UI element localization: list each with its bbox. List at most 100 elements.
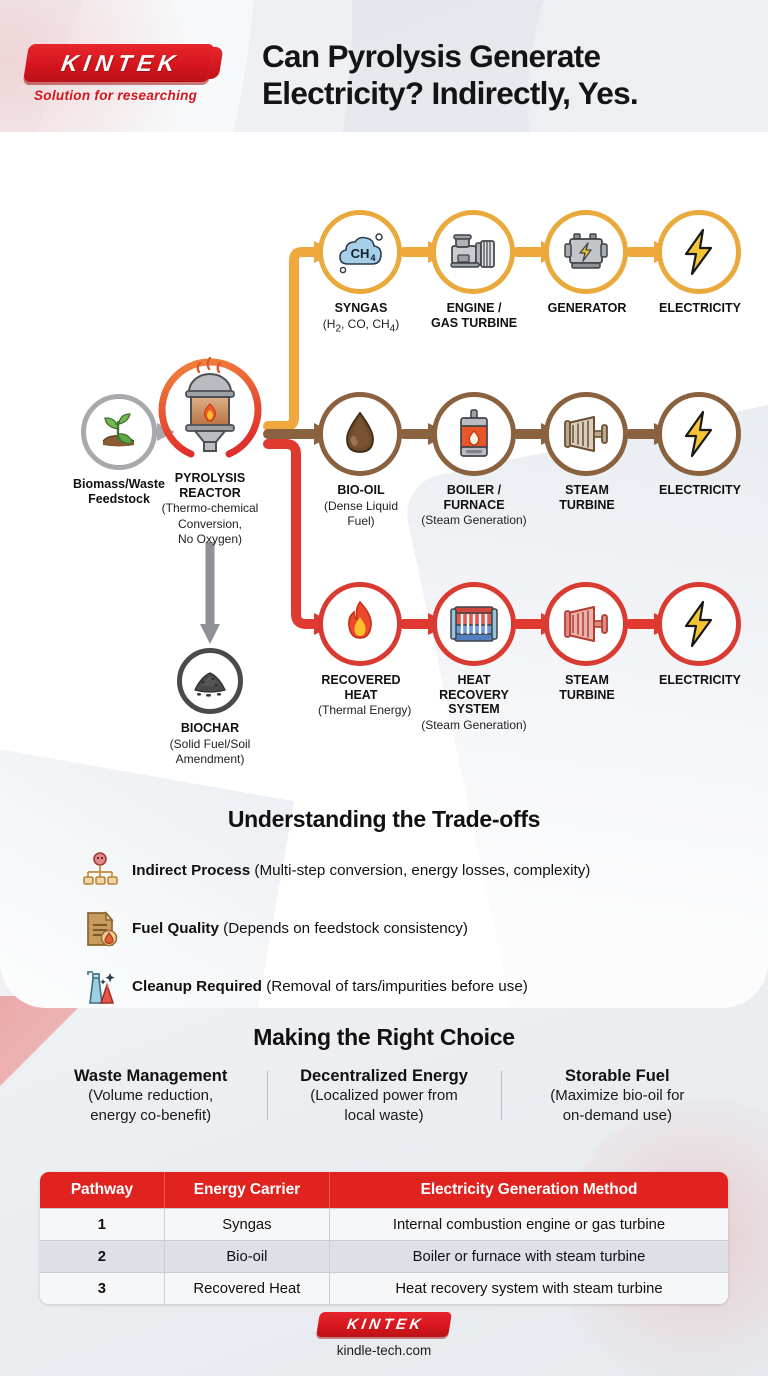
- node-heat-recovery-system[interactable]: HEAT RECOVERY SYSTEM (Steam Generation): [419, 582, 529, 732]
- table-row: 2 Bio-oil Boiler or furnace with steam t…: [40, 1240, 728, 1272]
- tradeoff-bold-2: Cleanup Required: [132, 977, 262, 995]
- tradeoff-text-cleanup-required: Cleanup Required (Removal of tars/impuri…: [132, 978, 528, 996]
- steam-turbine-label-row2: STEAM TURBINE: [544, 483, 630, 512]
- steam-turbine-icon: [564, 606, 608, 642]
- reactor-sub-line-2: Conversion,: [177, 516, 243, 531]
- right-choice-title: Making the Right Choice: [253, 1024, 515, 1050]
- oil-droplet-icon: [346, 411, 374, 453]
- syngas-ring: CH 4: [318, 210, 402, 294]
- choice-sub-2-line-2: on-demand use): [562, 1106, 672, 1124]
- table-cell-method-2: Boiler or furnace with steam turbine: [328, 1240, 728, 1272]
- recovered-heat-label: RECOVERED HEAT (Thermal Energy): [318, 673, 411, 718]
- lightning-bolt-icon: [684, 600, 713, 648]
- tradeoffs-title: Understanding the Trade-offs: [227, 806, 541, 832]
- node-steam-turbine-row2[interactable]: STEAM TURBINE: [544, 392, 630, 512]
- table-row: 3 Recovered Heat Heat recovery system wi…: [40, 1272, 728, 1304]
- generator-icon: [564, 233, 608, 269]
- table-cell-method-3: Heat recovery system with steam turbine: [328, 1272, 728, 1304]
- connector-reactor-to-biochar: [200, 542, 220, 644]
- choice-sub-2-line-1: (Maximize bio-oil for: [550, 1087, 685, 1104]
- steam-turbine-ring-row2: [544, 392, 628, 476]
- biomass-feedstock-ring: [81, 394, 157, 470]
- tradeoff-text-indirect-process: Indirect Process (Multi-step conversion,…: [132, 862, 590, 880]
- node-boiler-furnace[interactable]: BOILER / FURNACE (Steam Generation): [419, 392, 529, 528]
- pyrolysis-reactor-label: PYROLYSIS REACTOR (Thermo-chemical Conve…: [130, 471, 290, 546]
- node-syngas[interactable]: CH 4 SYNGAS (H2, CO, CH4): [318, 210, 404, 335]
- plant-sprout-icon: [102, 413, 135, 447]
- node-electricity-row3[interactable]: ELECTRICITY: [657, 582, 743, 688]
- biomass-label-line-1: Biomass/Waste: [73, 477, 165, 491]
- steam-turbine-ring-row3: [544, 582, 628, 666]
- flame-icon: [348, 600, 372, 639]
- pathway-table-wrapper: Pathway Energy Carrier Electricity Gener…: [40, 1172, 728, 1304]
- electricity-row1-text: ELECTRICITY: [659, 301, 741, 315]
- node-biochar[interactable]: BIOCHAR (Solid Fuel/Soil Amendment): [135, 648, 285, 766]
- pyrolysis-reactor-icon: [185, 356, 235, 452]
- biochar-pile-icon: [194, 672, 226, 697]
- bio-oil-label: BIO-OIL (Dense Liquid Fuel): [318, 483, 404, 528]
- heat-recovery-label: HEAT RECOVERY SYSTEM (Steam Generation): [419, 673, 529, 732]
- tradeoff-bold-1: Fuel Quality: [132, 919, 219, 937]
- engine-label: ENGINE / GAS TURBINE: [431, 301, 517, 330]
- table-cell-pathway-2: 2: [40, 1240, 164, 1272]
- bio-oil-label-line-1: BIO-OIL: [337, 483, 385, 497]
- electricity-row3-text: ELECTRICITY: [659, 673, 741, 687]
- choice-column-waste-management: Waste Management (Volume reduction, ener…: [34, 1067, 267, 1126]
- process-flow-diagram: Biomass/Waste Feedstock: [0, 132, 768, 812]
- table-cell-pathway-3: 3: [40, 1272, 164, 1304]
- choice-sub-1-line-1: (Localized power from: [310, 1087, 458, 1104]
- steam-turbine-label-row3: STEAM TURBINE: [544, 673, 630, 702]
- node-recovered-heat[interactable]: RECOVERED HEAT (Thermal Energy): [318, 582, 411, 718]
- reactor-label-line-2: REACTOR: [179, 485, 241, 500]
- steam-turbine-row3-line-1: STEAM: [565, 673, 609, 687]
- biochar-ring: [177, 648, 243, 714]
- biochar-label: BIOCHAR (Solid Fuel/Soil Amendment): [135, 721, 285, 766]
- table-cell-carrier-2: Bio-oil: [163, 1240, 329, 1272]
- biochar-sub-line-2: Amendment): [175, 752, 245, 767]
- right-choice-section: Making the Right Choice Waste Management…: [0, 1024, 768, 1126]
- boiler-ring: [432, 392, 516, 476]
- lightning-bolt-icon: [684, 410, 713, 458]
- electricity-label-row1: ELECTRICITY: [657, 301, 743, 316]
- tradeoffs-section: Understanding the Trade-offs Indirect Pr…: [0, 806, 768, 1007]
- tradeoff-item-indirect-process: Indirect Process (Multi-step conversion,…: [0, 851, 768, 891]
- right-choice-columns: Waste Management (Volume reduction, ener…: [0, 1067, 768, 1126]
- table-header-method: Electricity Generation Method: [328, 1172, 728, 1208]
- pathway-table: Pathway Energy Carrier Electricity Gener…: [40, 1172, 728, 1304]
- choice-sub-0-line-1: (Volume reduction,: [88, 1087, 214, 1104]
- engine-ring: [431, 210, 515, 294]
- logo-tagline: Solution for researching: [34, 88, 198, 103]
- recovered-heat-line-2: HEAT: [344, 687, 378, 702]
- steam-turbine-row2-line-1: STEAM: [565, 483, 609, 497]
- electricity-label-row2: ELECTRICITY: [657, 483, 743, 498]
- heat-recovery-line-3: SYSTEM: [448, 702, 500, 717]
- heat-recovery-sub-2: (Steam Generation): [421, 717, 527, 732]
- node-bio-oil[interactable]: BIO-OIL (Dense Liquid Fuel): [318, 392, 404, 528]
- biochar-sub-line-1: (Solid Fuel/Soil: [169, 736, 251, 751]
- heat-recovery-line-1: HEAT: [457, 673, 491, 687]
- electricity-ring-row1: [657, 210, 741, 294]
- logo-badge: KINTEK: [22, 44, 216, 82]
- node-pyrolysis-reactor[interactable]: PYROLYSIS REACTOR (Thermo-chemical Conve…: [130, 354, 290, 546]
- heat-exchanger-icon: [450, 606, 498, 642]
- footer-logo-badge[interactable]: KINTEK: [316, 1312, 452, 1337]
- node-steam-turbine-row3[interactable]: STEAM TURBINE: [544, 582, 630, 702]
- tradeoff-rest-2: (Removal of tars/impurities before use): [261, 977, 528, 995]
- footer-logo-text: KINTEK: [345, 1316, 426, 1333]
- choice-sub-1-line-2: local waste): [344, 1106, 424, 1124]
- footer-url: kindle-tech.com: [336, 1343, 432, 1358]
- node-biomass-feedstock[interactable]: Biomass/Waste Feedstock: [44, 394, 194, 506]
- electricity-label-row3: ELECTRICITY: [657, 673, 743, 688]
- node-engine-gas-turbine[interactable]: ENGINE / GAS TURBINE: [431, 210, 517, 330]
- node-electricity-row2[interactable]: ELECTRICITY: [657, 392, 743, 498]
- bio-oil-ring: [318, 392, 402, 476]
- fuel-document-icon: [80, 909, 120, 949]
- node-electricity-row1[interactable]: ELECTRICITY: [657, 210, 743, 316]
- choice-heading-2: Storable Fuel: [565, 1067, 670, 1085]
- node-generator[interactable]: GENERATOR: [544, 210, 630, 316]
- table-cell-method-1: Internal combustion engine or gas turbin…: [328, 1208, 728, 1240]
- engine-label-line-2: GAS TURBINE: [431, 315, 518, 330]
- steam-turbine-row2-line-2: TURBINE: [559, 497, 615, 512]
- brand-logo[interactable]: KINTEK Solution for researching: [22, 44, 222, 103]
- boiler-label-line-2: FURNACE: [443, 497, 505, 512]
